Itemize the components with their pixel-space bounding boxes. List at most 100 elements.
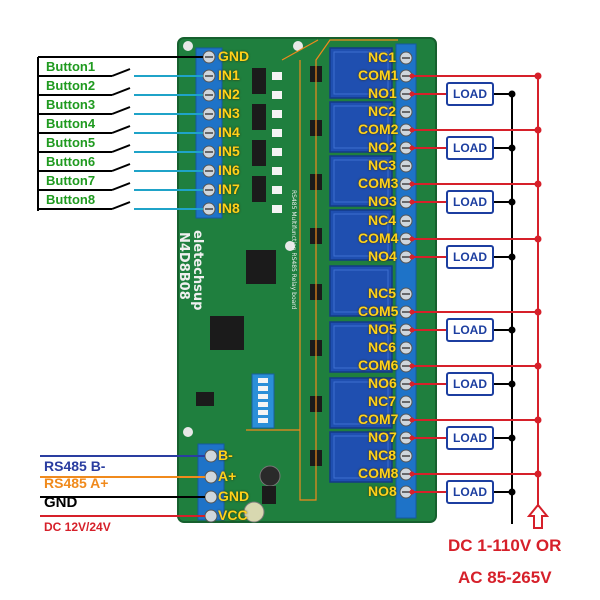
junction-dot [534, 362, 542, 370]
relay-pin-com7: COM7 [358, 411, 399, 427]
button-label-6: Button6 [46, 154, 96, 169]
terminal-screw[interactable] [204, 449, 218, 463]
dip-lever[interactable] [258, 410, 268, 415]
led [272, 167, 282, 175]
junction-dot [409, 254, 415, 260]
button-label-5: Button5 [46, 135, 96, 150]
input-label-in7: IN7 [218, 181, 240, 197]
switch-contact-icon [111, 201, 131, 210]
junction-dot [534, 72, 542, 80]
relay-face [333, 105, 389, 149]
relay-face [333, 435, 389, 479]
dip-lever[interactable] [258, 386, 268, 391]
bus-pin-1: B- [218, 447, 233, 463]
junction-dot [409, 91, 415, 97]
relay-face [333, 381, 389, 425]
input-label-in5: IN5 [218, 143, 240, 159]
junction-dot [508, 198, 516, 206]
switch-contact-icon [111, 106, 131, 115]
mounting-hole [285, 241, 295, 251]
relay-face [333, 159, 389, 203]
relay-pin-no8: NO8 [368, 483, 397, 499]
junction-dot [409, 363, 415, 369]
junction-dot [409, 145, 415, 151]
input-label-in3: IN3 [218, 105, 240, 121]
input-label-in4: IN4 [218, 124, 240, 140]
switch-contact-icon [111, 144, 131, 153]
relay [329, 101, 393, 153]
junction-dot [409, 181, 415, 187]
junction-dot [534, 308, 542, 316]
relay [329, 47, 393, 99]
junction-dot [508, 488, 516, 496]
optocoupler-chip [252, 104, 266, 130]
dip-lever[interactable] [258, 378, 268, 383]
junction-dot [534, 126, 542, 134]
load-box-2: LOAD [446, 136, 494, 160]
load-box-1: LOAD [446, 82, 494, 106]
relay-face [333, 325, 389, 369]
led [272, 148, 282, 156]
relay-pin-nc4: NC4 [368, 212, 397, 228]
relay-pin-com8: COM8 [358, 465, 399, 481]
button-label-7: Button7 [46, 173, 96, 188]
dc-supply-label: DC 12V/24V [44, 520, 111, 534]
relay-pin-no3: NO3 [368, 193, 397, 209]
optocoupler-chip [252, 140, 266, 166]
junction-dot [409, 417, 415, 423]
junction-dot [409, 327, 415, 333]
junction-dot [409, 236, 415, 242]
board-description: RS485 Multifunction RS485 Relay board [290, 190, 297, 310]
input-label-gnd: GND [218, 48, 250, 64]
mounting-hole [183, 427, 193, 437]
input-label-in8: IN8 [218, 200, 240, 216]
load-box-5: LOAD [446, 318, 494, 342]
relay-pin-com1: COM1 [358, 67, 399, 83]
junction-dot [534, 180, 542, 188]
led [272, 110, 282, 118]
bus-pin-2: A+ [218, 468, 237, 484]
terminal-screw[interactable] [204, 490, 218, 504]
relay [329, 265, 393, 317]
button-label-3: Button3 [46, 97, 96, 112]
load-box-3: LOAD [446, 190, 494, 214]
bus-pin-4: VCC [218, 507, 248, 523]
annotation-line [299, 39, 398, 501]
led [272, 72, 282, 80]
dip-switch[interactable] [251, 373, 275, 429]
board-model: N4D8B08 [176, 232, 191, 300]
relay-pin-no2: NO2 [368, 139, 397, 155]
relay-face [333, 51, 389, 95]
bus-pin-3: GND [218, 488, 250, 504]
junction-dot [409, 73, 415, 79]
button-label-8: Button8 [46, 192, 96, 207]
junction-dot [409, 381, 415, 387]
terminal-screw[interactable] [204, 470, 218, 484]
rs485-b-label: RS485 B- [44, 458, 106, 474]
junction-dot [508, 434, 516, 442]
load-box-7: LOAD [446, 426, 494, 450]
junction-dot [534, 416, 542, 424]
relay-pin-nc6: NC6 [368, 339, 397, 355]
relay-pin-no6: NO6 [368, 375, 397, 391]
dip-lever[interactable] [258, 394, 268, 399]
junction-dot [409, 199, 415, 205]
gnd-label: GND [44, 494, 78, 511]
relay-face [333, 213, 389, 257]
dip-lever[interactable] [258, 402, 268, 407]
relay-face [333, 269, 389, 313]
terminal-screw[interactable] [204, 509, 218, 523]
dip-lever[interactable] [258, 418, 268, 423]
junction-dot [409, 471, 415, 477]
mounting-hole [183, 41, 193, 51]
junction-dot [508, 380, 516, 388]
junction-dot [508, 144, 516, 152]
relay-pin-com4: COM4 [358, 230, 399, 246]
driver-chip [246, 250, 276, 284]
relay-pin-nc8: NC8 [368, 447, 397, 463]
relay-pin-no1: NO1 [368, 85, 397, 101]
relay-pin-no5: NO5 [368, 321, 397, 337]
relay [329, 377, 393, 429]
board-brand: eletechsup [190, 230, 205, 310]
load-box-4: LOAD [446, 245, 494, 269]
